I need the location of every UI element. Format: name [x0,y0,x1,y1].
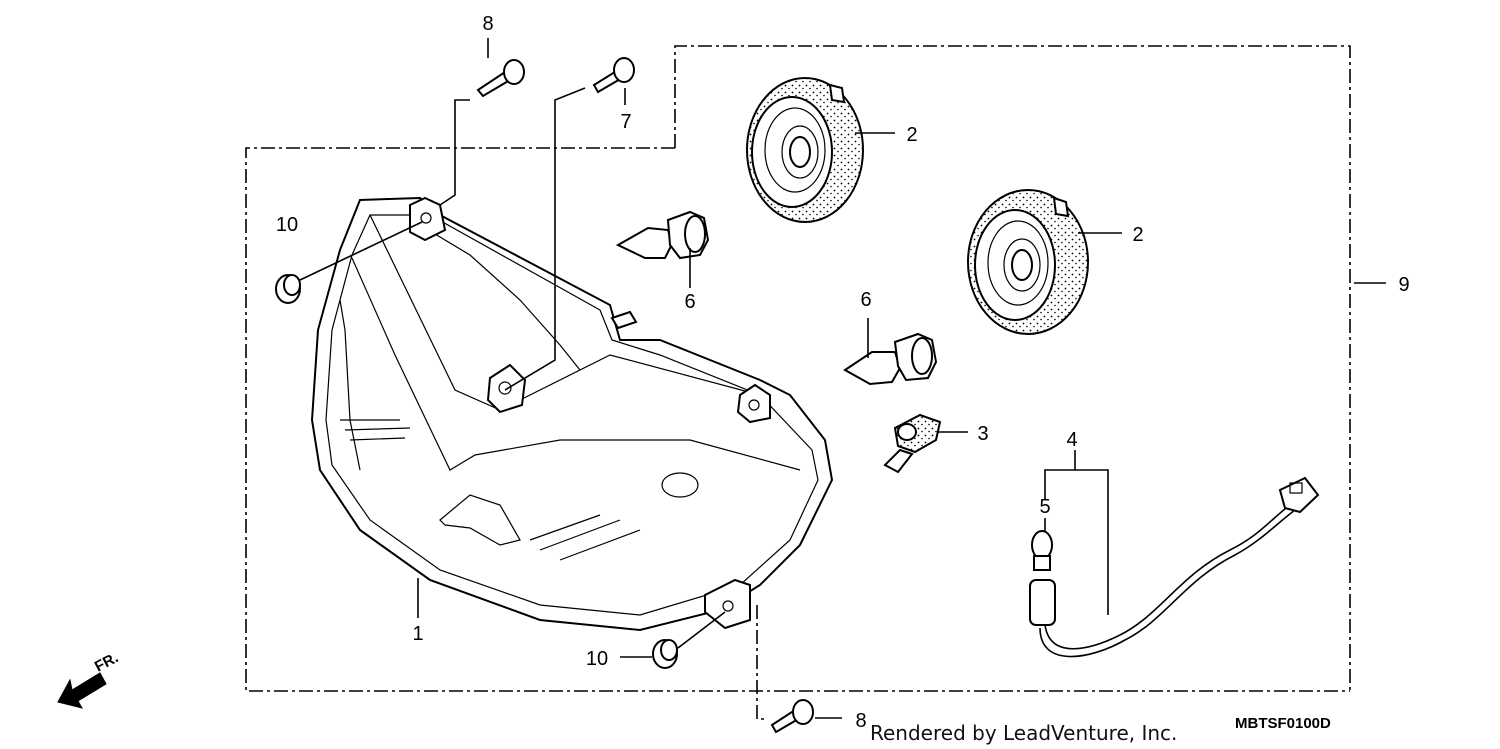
render-credit: Rendered by LeadVenture, Inc. [870,721,1177,745]
grommet-lower [652,639,678,669]
callout-8-lower: 8 [855,710,866,732]
position-light-harness [1029,476,1320,658]
callout-9: 9 [1398,274,1409,296]
assembly-outline [245,45,1351,692]
leader-lines [299,38,1386,720]
position-light-bulb [1031,530,1053,571]
callout-1: 1 [412,623,423,645]
bulb-clip [883,413,942,474]
callout-6-upper: 6 [684,291,695,313]
front-direction-arrow: FR. [57,649,121,709]
callout-3: 3 [977,423,988,445]
headlight-bulb-lower [843,332,938,386]
callout-10-upper: 10 [276,214,298,236]
grommet-upper [275,274,301,304]
screw-upper-left [476,59,525,98]
callout-2-lower: 2 [1132,224,1143,246]
callout-labels: 1 2 2 3 4 5 6 6 7 8 8 9 10 10 [276,13,1410,732]
screw-bottom [770,699,814,734]
screw-upper-center [592,57,635,94]
front-direction-label: FR. [92,649,121,675]
headlight-bulb-upper [615,210,710,260]
socket-cover-lower [967,189,1089,335]
callout-7: 7 [620,111,631,133]
diagram-code: MBTSF0100D [1235,715,1331,732]
headlight-unit [310,196,834,632]
callout-4: 4 [1066,429,1077,451]
callout-8-upper: 8 [482,13,493,35]
callout-5: 5 [1039,496,1050,518]
callout-6-lower: 6 [860,289,871,311]
socket-cover-upper [746,77,864,223]
callout-10-lower: 10 [586,648,608,670]
callout-2-upper: 2 [906,124,917,146]
